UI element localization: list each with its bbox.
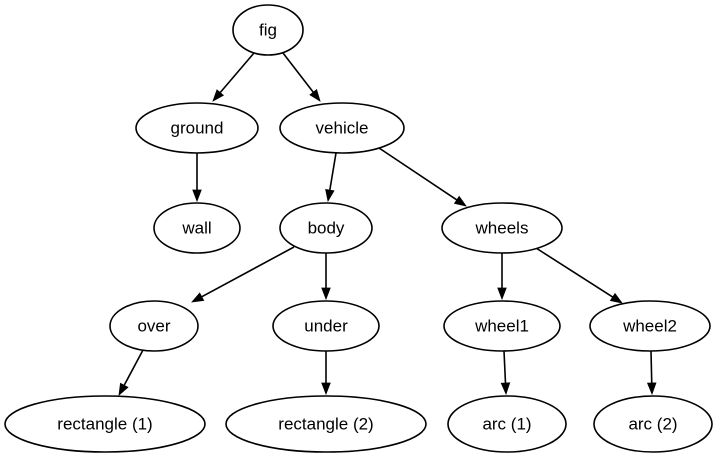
edge-line bbox=[378, 147, 458, 201]
node-ellipse-wheel2[interactable] bbox=[589, 300, 711, 352]
arrowhead-icon bbox=[609, 292, 623, 304]
edge-ground-to-wall bbox=[192, 153, 202, 203]
node-ellipse-fig[interactable] bbox=[232, 4, 304, 56]
node-ellipse-wheel1[interactable] bbox=[443, 300, 561, 352]
node-ellipse-arc1[interactable] bbox=[447, 395, 567, 453]
edge-fig-to-vehicle bbox=[282, 52, 321, 102]
edge-line bbox=[650, 350, 653, 384]
edge-line bbox=[219, 52, 255, 94]
node-wheels[interactable]: wheels bbox=[441, 202, 563, 254]
edge-body-to-under bbox=[321, 253, 331, 301]
node-ellipse-over[interactable] bbox=[109, 300, 199, 352]
node-wall[interactable]: wall bbox=[153, 202, 241, 254]
node-body[interactable]: body bbox=[279, 202, 373, 254]
arrowhead-icon bbox=[497, 287, 507, 301]
node-wheel2[interactable]: wheel2 bbox=[589, 300, 711, 352]
arrowhead-icon bbox=[191, 292, 205, 303]
edge-line bbox=[535, 247, 614, 298]
node-ellipse-arc2[interactable] bbox=[593, 395, 713, 453]
node-ellipse-under[interactable] bbox=[272, 300, 380, 352]
arrowhead-icon bbox=[212, 89, 225, 102]
edge-line bbox=[329, 152, 337, 191]
arrowhead-icon bbox=[192, 189, 202, 203]
node-vehicle[interactable]: vehicle bbox=[279, 102, 405, 154]
node-ellipse-body[interactable] bbox=[279, 202, 373, 254]
arrowhead-icon bbox=[453, 195, 467, 207]
arrowhead-icon bbox=[118, 382, 129, 396]
arrowhead-icon bbox=[500, 382, 511, 396]
node-under[interactable]: under bbox=[272, 300, 380, 352]
node-fig[interactable]: fig bbox=[232, 4, 304, 56]
edge-over-to-rectangle1 bbox=[118, 349, 144, 396]
edge-body-to-over bbox=[191, 246, 295, 303]
edge-under-to-rectangle2 bbox=[321, 351, 331, 396]
node-ellipse-wheels[interactable] bbox=[441, 202, 563, 254]
arrowhead-icon bbox=[321, 287, 331, 301]
arrowhead-icon bbox=[646, 382, 657, 396]
edge-line bbox=[201, 246, 295, 298]
node-rectangle2[interactable]: rectangle (2) bbox=[225, 395, 427, 453]
node-wheel1[interactable]: wheel1 bbox=[443, 300, 561, 352]
edge-fig-to-ground bbox=[212, 52, 255, 102]
node-ellipse-ground[interactable] bbox=[135, 102, 259, 154]
nodes-layer: fig ground vehicle wall body wheels over under w… bbox=[4, 4, 713, 453]
node-rectangle1[interactable]: rectangle (1) bbox=[4, 395, 206, 453]
edge-line bbox=[123, 349, 144, 386]
node-ground[interactable]: ground bbox=[135, 102, 259, 154]
node-arc1[interactable]: arc (1) bbox=[447, 395, 567, 453]
node-ellipse-wall[interactable] bbox=[153, 202, 241, 254]
node-ellipse-vehicle[interactable] bbox=[279, 102, 405, 154]
arrowhead-icon bbox=[325, 188, 335, 203]
edge-line bbox=[503, 350, 507, 384]
node-ellipse-rectangle2[interactable] bbox=[225, 395, 427, 453]
edge-wheel2-to-arc2 bbox=[646, 350, 657, 396]
arrowhead-icon bbox=[321, 382, 331, 396]
edge-vehicle-to-wheels bbox=[378, 147, 467, 207]
edge-line bbox=[282, 52, 314, 93]
node-ellipse-rectangle1[interactable] bbox=[4, 395, 206, 453]
arrowhead-icon bbox=[309, 89, 321, 102]
node-arc2[interactable]: arc (2) bbox=[593, 395, 713, 453]
edge-wheels-to-wheel1 bbox=[497, 253, 507, 301]
node-over[interactable]: over bbox=[109, 300, 199, 352]
edge-vehicle-to-body bbox=[325, 152, 337, 203]
edge-wheels-to-wheel2 bbox=[535, 247, 623, 304]
edges-layer bbox=[118, 52, 657, 396]
edge-wheel1-to-arc1 bbox=[500, 350, 511, 396]
